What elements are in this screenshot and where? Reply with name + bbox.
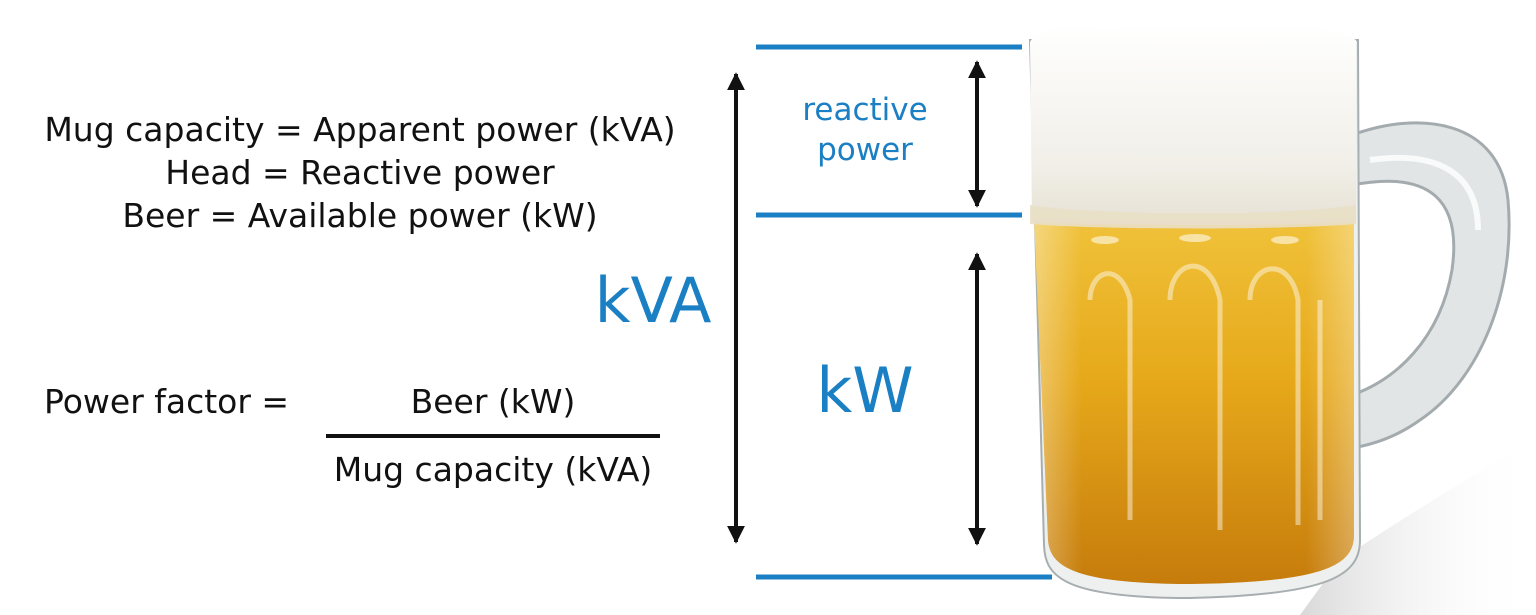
power-factor-label: Power factor = [44,382,290,421]
mug-foam [1030,23,1356,226]
fraction-bar [326,434,660,438]
mug-handle [1350,121,1511,450]
definition-head: Head = Reactive power [165,153,555,192]
kva-label: kVA [594,264,712,337]
reactive-power-label: reactive power [790,90,940,170]
beer-mug [1028,23,1536,615]
reactive-label-line2: power [817,132,913,168]
definitions-block: Mug capacity = Apparent power (kVA) Head… [20,108,700,237]
reactive-label-line1: reactive [802,92,928,128]
kw-label: kW [816,354,914,427]
power-factor-denominator: Mug capacity (kVA) [333,450,653,489]
definition-mug-capacity: Mug capacity = Apparent power (kVA) [44,110,676,149]
mug-shadow [1300,440,1536,615]
definition-beer: Beer = Available power (kW) [122,196,598,235]
power-factor-numerator: Beer (kW) [410,382,576,421]
